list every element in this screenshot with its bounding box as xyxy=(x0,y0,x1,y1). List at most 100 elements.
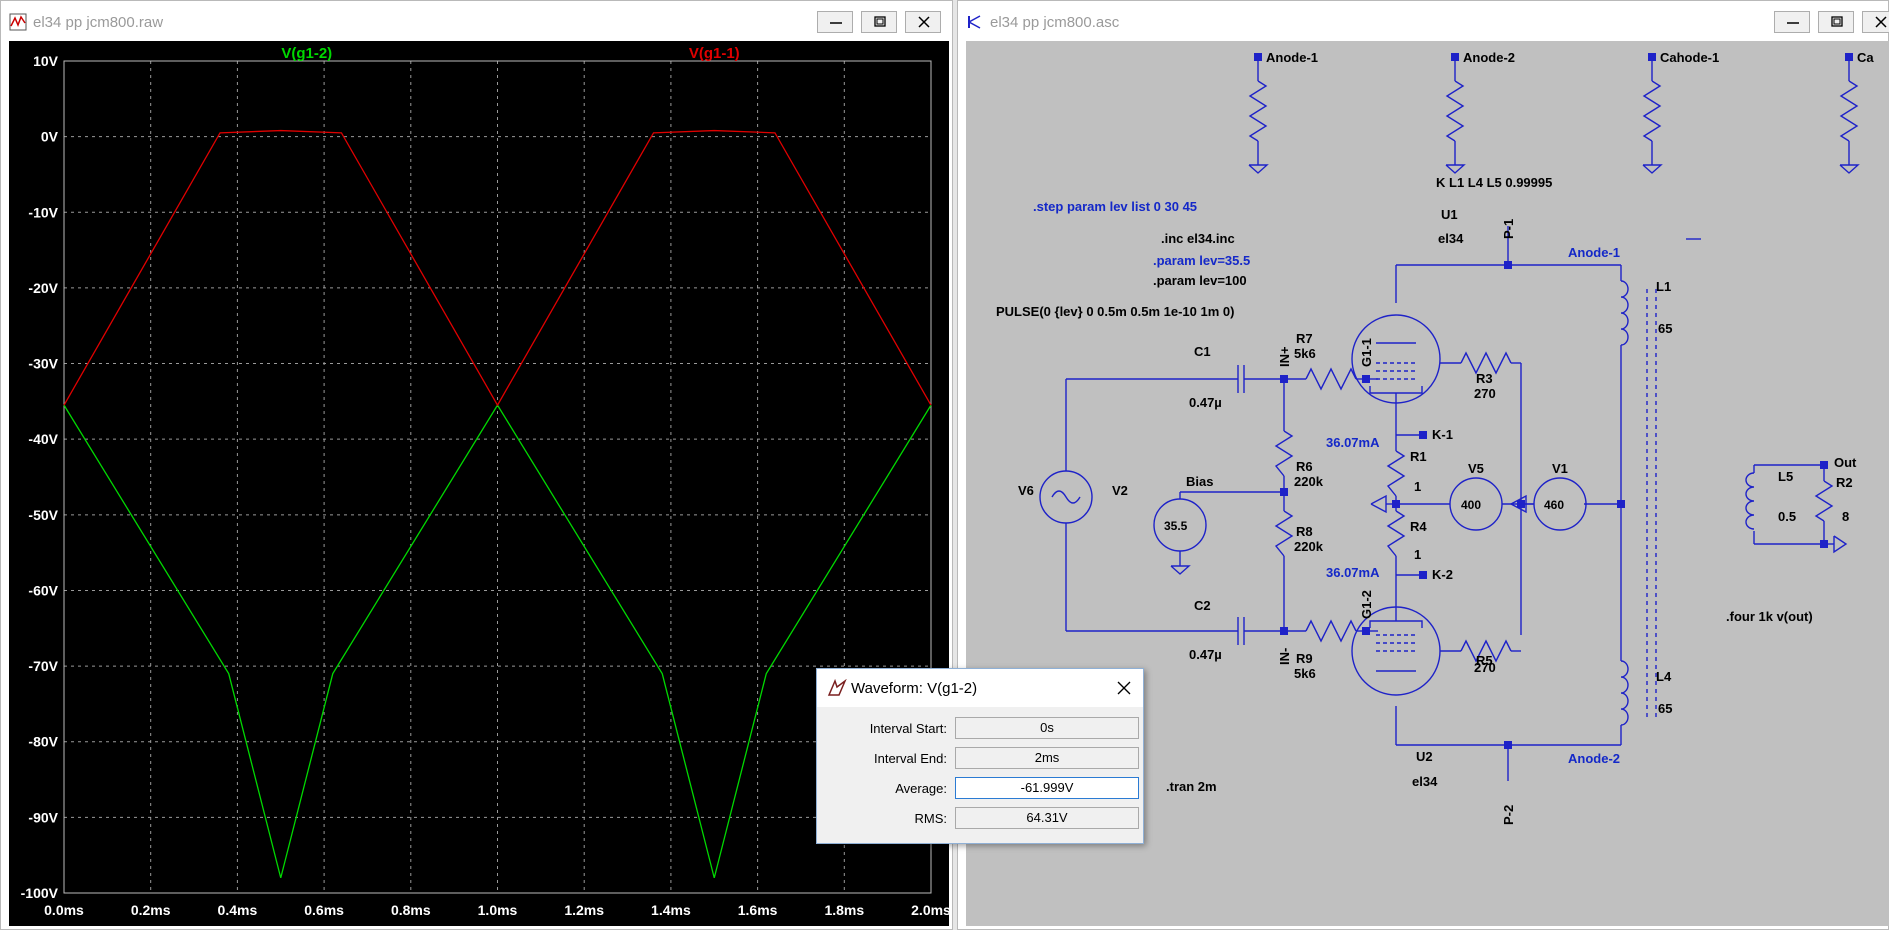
label-c1-val: 0.47µ xyxy=(1189,395,1222,410)
y-tick-label: -40V xyxy=(28,431,58,447)
waveform-chart[interactable]: 10V 0V -10V -20V -30V -40V -50V -60V -70V -80V -90… xyxy=(9,41,949,926)
label-c1: C1 xyxy=(1194,344,1211,359)
maximize-icon xyxy=(1831,16,1843,27)
average-label: Average: xyxy=(895,781,947,796)
label-c2-val: 0.47µ xyxy=(1189,647,1222,662)
y-tick-label: -70V xyxy=(28,658,58,674)
legend-label-V(g1-2)[interactable]: V(g1-2) xyxy=(281,45,332,62)
label-r9: R9 xyxy=(1296,651,1313,666)
rms-field[interactable]: 64.31V xyxy=(955,807,1139,829)
dialog-titlebar[interactable]: Waveform: V(g1-2) xyxy=(817,669,1143,707)
schematic-titlebar[interactable]: el34 pp jcm800.asc xyxy=(958,1,1889,41)
waveform-minimize-button[interactable] xyxy=(817,11,853,33)
y-tick-label: -60V xyxy=(28,582,58,598)
x-tick-label: 1.6ms xyxy=(738,902,778,918)
average-field[interactable]: -61.999V xyxy=(955,777,1139,799)
net-label-cahode1: Cahode-1 xyxy=(1660,50,1719,65)
close-icon xyxy=(918,16,930,28)
label-bias: Bias xyxy=(1186,474,1213,489)
y-tick-label: -80V xyxy=(28,734,58,750)
waveform-titlebar[interactable]: el34 pp jcm800.raw xyxy=(1,1,952,41)
legend-label-V(g1-1)[interactable]: V(g1-1) xyxy=(689,45,740,62)
label-l5: L5 xyxy=(1778,469,1793,484)
waveform-close-button[interactable] xyxy=(905,11,941,33)
y-tick-label: -100V xyxy=(21,885,59,901)
label-v1-val: 460 xyxy=(1544,498,1564,512)
label-out: Out xyxy=(1834,455,1857,470)
label-r6: R6 xyxy=(1296,459,1313,474)
label-r5: R5 xyxy=(1476,653,1493,668)
waveform-maximize-button[interactable] xyxy=(861,11,897,33)
y-tick-label: -50V xyxy=(28,507,58,523)
label-current1: 36.07mA xyxy=(1326,435,1380,450)
minimize-icon xyxy=(830,22,842,24)
schematic-close-button[interactable] xyxy=(1862,11,1889,33)
label-r1: R1 xyxy=(1410,449,1427,464)
label-current2: 36.07mA xyxy=(1326,565,1380,580)
x-tick-label: 0.4ms xyxy=(218,902,258,918)
window-divider xyxy=(953,0,957,930)
directive-inc: .inc el34.inc xyxy=(1161,231,1235,246)
dialog-app-icon xyxy=(827,679,847,696)
label-v5: V5 xyxy=(1468,461,1484,476)
label-l4: L4 xyxy=(1656,669,1672,684)
y-tick-label: 10V xyxy=(33,53,59,69)
x-tick-label: 0.2ms xyxy=(131,902,171,918)
x-tick-label: 1.8ms xyxy=(824,902,864,918)
directive-four: .four 1k v(out) xyxy=(1726,609,1813,624)
y-tick-label: -10V xyxy=(28,204,58,220)
directive-pulse: PULSE(0 {lev} 0 0.5m 0.5m 1e-10 1m 0) xyxy=(996,304,1234,319)
label-u1: U1 xyxy=(1441,207,1458,222)
label-in-minus: IN- xyxy=(1277,648,1292,665)
maximize-icon xyxy=(874,16,886,27)
waveform-plot-pane[interactable]: 10V 0V -10V -20V -30V -40V -50V -60V -70V -80V -90… xyxy=(9,41,949,926)
label-l1: L1 xyxy=(1656,279,1671,294)
x-tick-label: 1.0ms xyxy=(478,902,518,918)
y-tick-label: -30V xyxy=(28,356,58,372)
x-tick-label: 0.0ms xyxy=(44,902,84,918)
schematic-drawing[interactable]: Anode-1 Anode-2 Cahode-1 Ca K L1 L4 L5 0… xyxy=(966,41,1889,926)
label-k2: K-2 xyxy=(1432,567,1453,582)
y-tick-label: -90V xyxy=(28,809,58,825)
series-trace-V(g1-1)[interactable] xyxy=(63,129,932,407)
schematic-window-title: el34 pp jcm800.asc xyxy=(990,14,1120,31)
label-v6: V6 xyxy=(1018,483,1034,498)
label-u2-model: el34 xyxy=(1412,774,1438,789)
label-u1-model: el34 xyxy=(1438,231,1464,246)
y-tick-label: 0V xyxy=(41,129,59,145)
x-tick-label: 1.2ms xyxy=(564,902,604,918)
y-tick-label: -20V xyxy=(28,280,58,296)
directive-tran: .tran 2m xyxy=(1166,779,1217,794)
label-v5-val: 400 xyxy=(1461,498,1481,512)
label-r5-val: 270 xyxy=(1474,660,1496,675)
schematic-app-icon xyxy=(968,15,981,29)
label-c2: C2 xyxy=(1194,598,1211,613)
interval-end-label: Interval End: xyxy=(874,751,947,766)
net-label-anode2: Anode-2 xyxy=(1463,50,1515,65)
schematic-maximize-button[interactable] xyxy=(1818,11,1854,33)
waveform-dialog[interactable]: Waveform: V(g1-2) Interval Start: 0s Int… xyxy=(816,668,1144,844)
label-g1-2: G1-2 xyxy=(1359,590,1374,619)
schematic-minimize-button[interactable] xyxy=(1774,11,1810,33)
label-r8-val: 220k xyxy=(1294,539,1324,554)
x-tick-label: 1.4ms xyxy=(651,902,691,918)
x-tick-label: 2.0ms xyxy=(911,902,949,918)
directive-step: .step param lev list 0 30 45 xyxy=(1033,199,1197,214)
dialog-close-button[interactable] xyxy=(1117,681,1131,695)
directive-param2: .param lev=100 xyxy=(1153,273,1247,288)
label-p1: P-1 xyxy=(1501,219,1516,239)
schematic-nodes xyxy=(1254,53,1853,749)
label-r3: R3 xyxy=(1476,371,1493,386)
directive-param1: .param lev=35.5 xyxy=(1153,253,1250,268)
label-v1: V1 xyxy=(1552,461,1568,476)
label-r4: R4 xyxy=(1410,519,1427,534)
interval-start-field[interactable]: 0s xyxy=(955,717,1139,739)
label-r7-val: 5k6 xyxy=(1294,346,1316,361)
label-u2: U2 xyxy=(1416,749,1433,764)
label-r2-val: 8 xyxy=(1842,509,1849,524)
waveform-window[interactable]: el34 pp jcm800.raw 10V 0V -10V -20V -30V -40V… xyxy=(0,0,953,930)
minimize-icon xyxy=(1787,22,1799,24)
interval-end-field[interactable]: 2ms xyxy=(955,747,1139,769)
schematic-blue-labels: .step param lev list 0 30 45 .param lev=… xyxy=(1033,199,1620,766)
label-v2: V2 xyxy=(1112,483,1128,498)
